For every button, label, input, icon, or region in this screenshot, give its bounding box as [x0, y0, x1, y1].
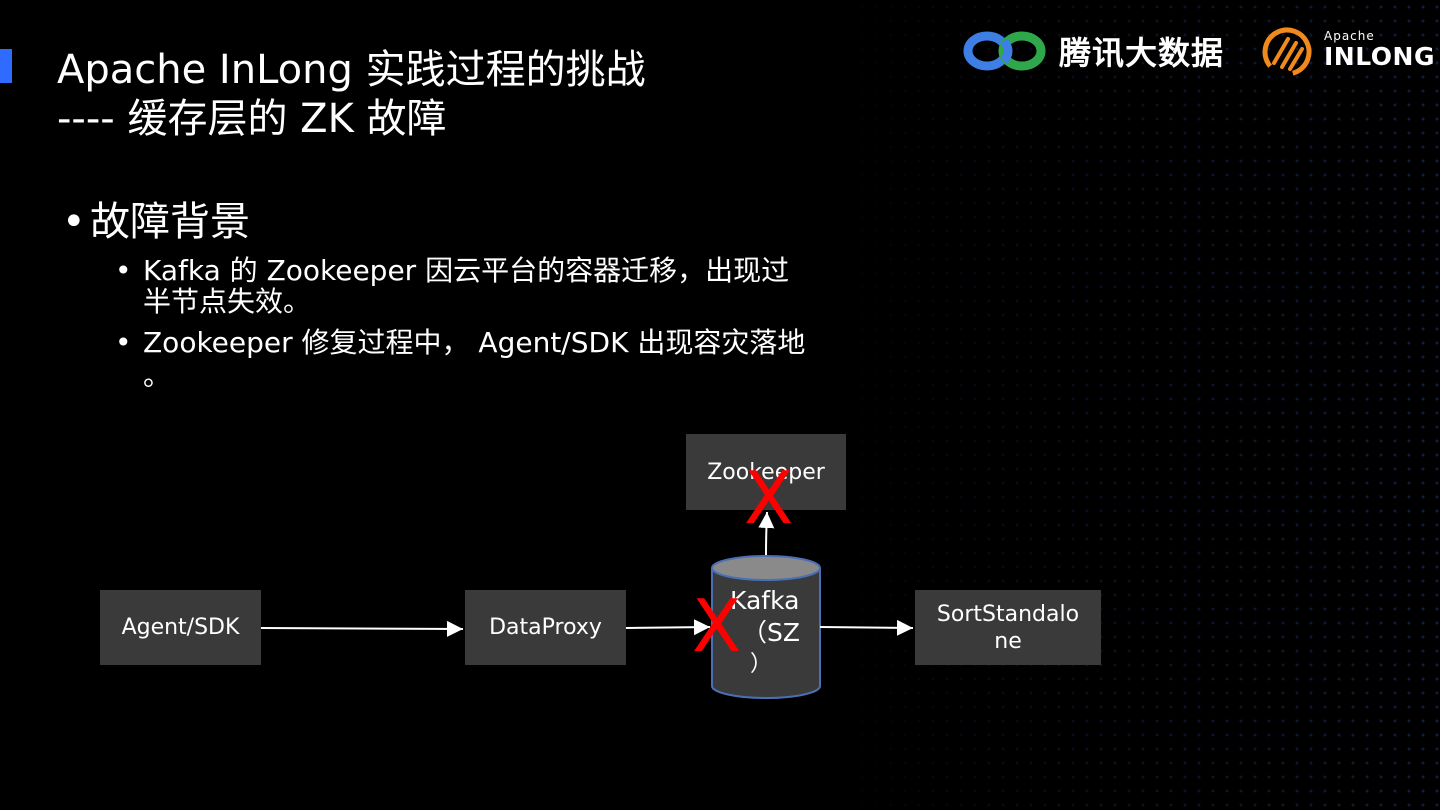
section-heading-text: 故障背景 [90, 199, 250, 245]
failure-x-mark-kafka: X [692, 584, 742, 668]
inlong-logo-icon [1262, 27, 1312, 77]
tencent-bigdata-logo-text: 腾讯大数据 [1059, 34, 1225, 72]
title-line-1: Apache InLong 实践过程的挑战 [57, 47, 646, 93]
sortstandalone-line-2: ne [994, 628, 1022, 654]
agent-sdk-node: Agent/SDK [100, 590, 261, 665]
arrow-proxy-to-kafka [625, 619, 711, 636]
inlong-logo-text: INLONG [1324, 42, 1435, 71]
kafka-cylinder [711, 555, 821, 699]
kafka-label-line-1: Kafka [730, 586, 800, 615]
sub-bullet-2-line-2: 。 [143, 359, 172, 392]
title-line-2: ---- 缓存层的 ZK 故障 [57, 96, 447, 142]
arrow-kafka-to-sort [819, 619, 914, 636]
slide-title: Apache InLong 实践过程的挑战 ---- 缓存层的 ZK 故障 [57, 46, 646, 144]
arrow-kafka-to-zookeeper [758, 511, 775, 556]
section-heading: •故障背景 [62, 199, 250, 245]
tencent-bigdata-logo-icon [963, 31, 1046, 71]
sub-bullet-1-line-2: 半节点失效。 [143, 285, 312, 318]
dotted-background [800, 0, 1440, 810]
sub-bullet-2-line-1: Zookeeper 修复过程中， Agent/SDK 出现容灾落地 [143, 326, 806, 359]
kafka-label-line-2: （SZ [742, 618, 800, 647]
dataproxy-node: DataProxy [465, 590, 626, 665]
title-accent-bar [0, 49, 12, 83]
bullet-dot: • [115, 326, 132, 359]
arrow-agent-to-proxy [260, 620, 464, 637]
sub-bullet-1-line-1: Kafka 的 Zookeeper 因云平台的容器迁移，出现过 [143, 254, 790, 287]
logo-area: 腾讯大数据 Apache INLONG [962, 20, 1435, 82]
bullet-dot: • [62, 199, 86, 245]
kafka-label-line-3: ） [750, 652, 773, 677]
sortstandalone-line-1: SortStandalo [936, 601, 1080, 627]
zookeeper-node: Zookeeper [686, 434, 846, 510]
sortstandalone-node: SortStandalo ne [915, 590, 1101, 665]
failure-x-mark-zookeeper: X [744, 456, 794, 540]
inlong-logo-apache: Apache [1324, 29, 1375, 43]
bullet-dot: • [115, 254, 132, 287]
